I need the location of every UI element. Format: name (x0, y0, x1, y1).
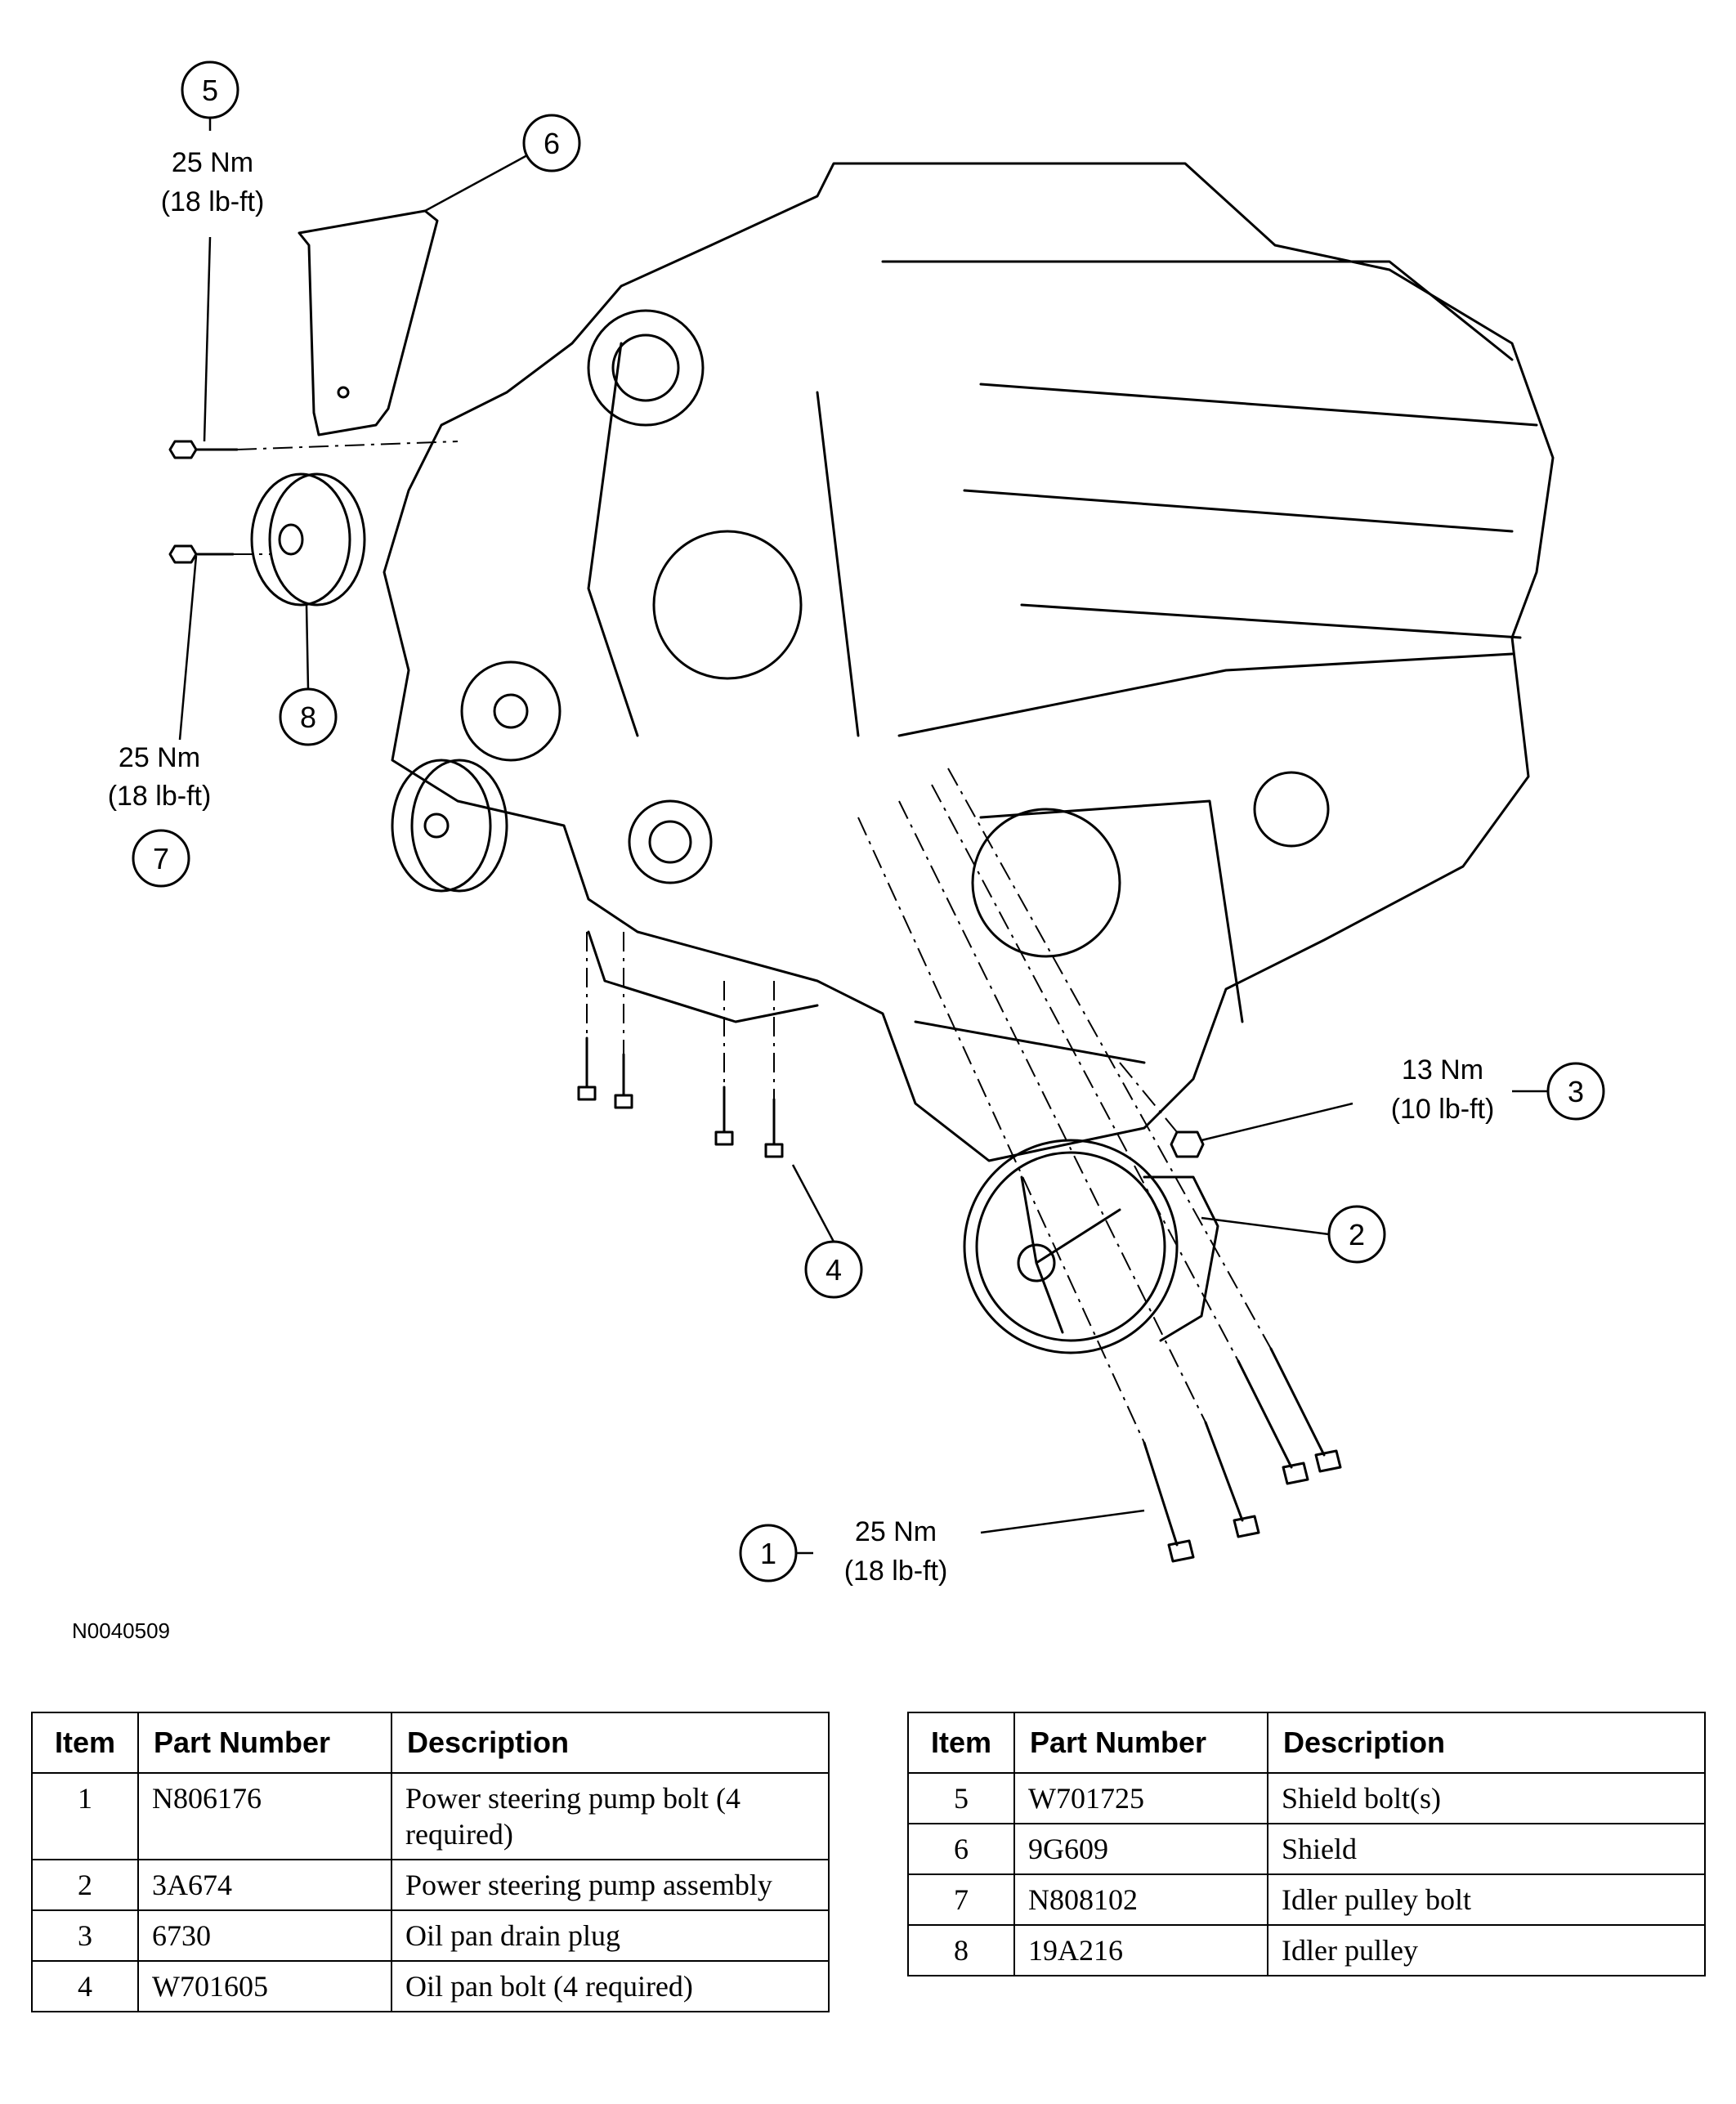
description-cell: Oil pan drain plug (391, 1909, 830, 1962)
table-row: 2 3A674 Power steering pump assembly (31, 1859, 830, 1911)
callout-7-torque-lbft: (18 lb-ft) (108, 781, 212, 812)
oil-pan-bolts (577, 1036, 784, 1158)
table-row: 4 W701605 Oil pan bolt (4 required) (31, 1960, 830, 2012)
header-description: Description (391, 1712, 830, 1774)
drain-plug (1170, 1130, 1205, 1158)
part-number-cell: 6730 (137, 1909, 392, 1962)
engine-exploded-view: 1 2 3 4 5 6 7 8 25 Nm (18 lb-ft) 25 Nm (… (108, 60, 1605, 1587)
table-header-row: Item Part Number Description (31, 1712, 830, 1774)
power-steering-pump (963, 1139, 1219, 1354)
figure-id: N0040509 (72, 1618, 170, 1643)
header-part-number: Part Number (137, 1712, 392, 1774)
header-item: Item (907, 1712, 1015, 1774)
callout-5-torque-lbft: (18 lb-ft) (161, 186, 265, 217)
callout-7-circle (132, 829, 190, 888)
table-row: 7 N808102 Idler pulley bolt (907, 1873, 1706, 1926)
part-number-cell: N806176 (137, 1772, 392, 1860)
header-item: Item (31, 1712, 139, 1774)
description-cell: Idler pulley (1267, 1924, 1706, 1976)
callout-5-number: 5 (202, 74, 218, 107)
table-row: 6 9G609 Shield (907, 1823, 1706, 1875)
part-number-cell: N808102 (1013, 1873, 1268, 1926)
item-cell: 8 (907, 1924, 1015, 1976)
pump-bolts (1143, 1347, 1342, 1563)
table-row: 1 N806176 Power steering pump bolt (4 re… (31, 1772, 830, 1860)
shield (298, 209, 439, 436)
parts-table-right: Item Part Number Description 5 W701725 S… (907, 1712, 1706, 1976)
table-row: 3 6730 Oil pan drain plug (31, 1909, 830, 1962)
callout-6-number: 6 (544, 127, 560, 160)
table-row: 5 W701725 Shield bolt(s) (907, 1772, 1706, 1824)
item-cell: 1 (31, 1772, 139, 1860)
engine-block (383, 162, 1555, 1162)
item-cell: 3 (31, 1909, 139, 1962)
item-cell: 5 (907, 1772, 1015, 1824)
item-cell: 6 (907, 1823, 1015, 1875)
item-cell: 4 (31, 1960, 139, 2012)
callout-3-number: 3 (1568, 1075, 1584, 1108)
part-number-cell: W701725 (1013, 1772, 1268, 1824)
item-cell: 7 (907, 1873, 1015, 1926)
tensioner-pulley (391, 660, 562, 893)
shield-bolt (168, 440, 239, 459)
description-cell: Power steering pump assembly (391, 1859, 830, 1911)
table-header-row: Item Part Number Description (907, 1712, 1706, 1774)
part-number-cell: 3A674 (137, 1859, 392, 1911)
callout-1-number: 1 (760, 1537, 776, 1570)
description-cell: Shield bolt(s) (1267, 1772, 1706, 1824)
callout-5-torque-nm: 25 Nm (172, 147, 253, 178)
callout-2-number: 2 (1349, 1218, 1365, 1251)
callout-8-number: 8 (300, 701, 316, 734)
description-cell: Shield (1267, 1823, 1706, 1875)
part-number-cell: W701605 (137, 1960, 392, 2012)
item-cell: 2 (31, 1859, 139, 1911)
callout-1-torque-nm: 25 Nm (855, 1516, 937, 1547)
callout-1-torque-lbft: (18 lb-ft) (844, 1556, 948, 1587)
description-cell: Power steering pump bolt (4 required) (391, 1772, 830, 1860)
header-description: Description (1267, 1712, 1706, 1774)
part-number-cell: 19A216 (1013, 1924, 1268, 1976)
description-cell: Oil pan bolt (4 required) (391, 1960, 830, 2012)
callout-3-torque-nm: 13 Nm (1402, 1054, 1483, 1086)
callout-7-number: 7 (153, 842, 169, 875)
idler-pulley-bolt (168, 544, 235, 564)
description-cell: Idler pulley bolt (1267, 1873, 1706, 1926)
parts-table-left: Item Part Number Description 1 N806176 P… (31, 1712, 830, 2012)
header-part-number: Part Number (1013, 1712, 1268, 1774)
callout-7-torque-nm: 25 Nm (119, 742, 200, 773)
part-number-cell: 9G609 (1013, 1823, 1268, 1875)
callout-4-number: 4 (825, 1253, 842, 1287)
idler-pulley (250, 472, 366, 607)
callout-6-circle (522, 114, 581, 172)
callout-3-torque-lbft: (10 lb-ft) (1391, 1094, 1495, 1125)
table-row: 8 19A216 Idler pulley (907, 1924, 1706, 1976)
